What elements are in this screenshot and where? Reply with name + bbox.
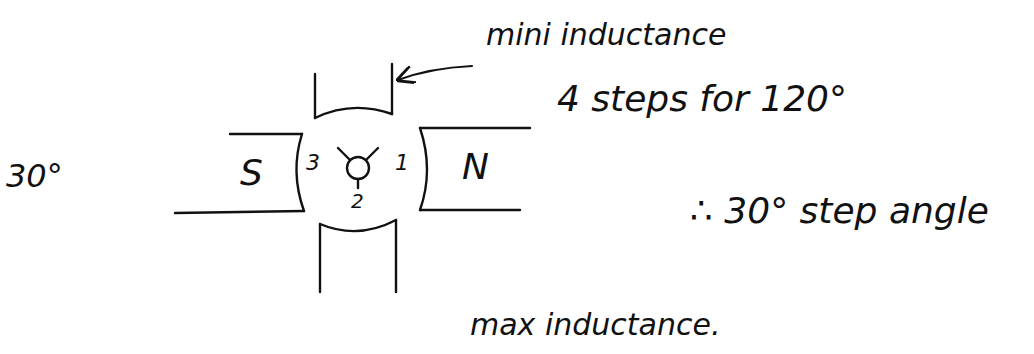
rotor-tooth <box>357 179 359 188</box>
callout-note: mini inductance <box>486 18 726 53</box>
pole-label: N <box>462 146 489 187</box>
pole-face <box>320 220 396 231</box>
rotor-tooth <box>366 148 378 160</box>
pole-edge <box>230 133 302 135</box>
tooth-number: 2 <box>351 190 364 213</box>
pole-edge <box>420 127 530 129</box>
leader-arrow <box>398 66 472 80</box>
angle-label: 30° <box>6 158 63 195</box>
pole-face <box>315 108 392 118</box>
pole-face <box>420 128 427 210</box>
pole-edge <box>391 64 393 114</box>
pole-edge <box>314 74 316 118</box>
note-text: 4 steps for 120° <box>552 78 852 119</box>
pole-edge <box>420 209 520 211</box>
tooth-number: 3 <box>306 150 320 175</box>
pole-edge <box>395 220 397 292</box>
callout-note: max inductance. <box>470 308 720 343</box>
tooth-number: 1 <box>395 150 409 175</box>
note-text: ∴ 30° step angle <box>690 190 989 231</box>
pole-edge <box>175 211 304 213</box>
pole-label: S <box>240 152 263 193</box>
pole-edge <box>319 224 321 292</box>
pole-face <box>296 134 304 211</box>
rotor-tooth <box>338 148 350 160</box>
